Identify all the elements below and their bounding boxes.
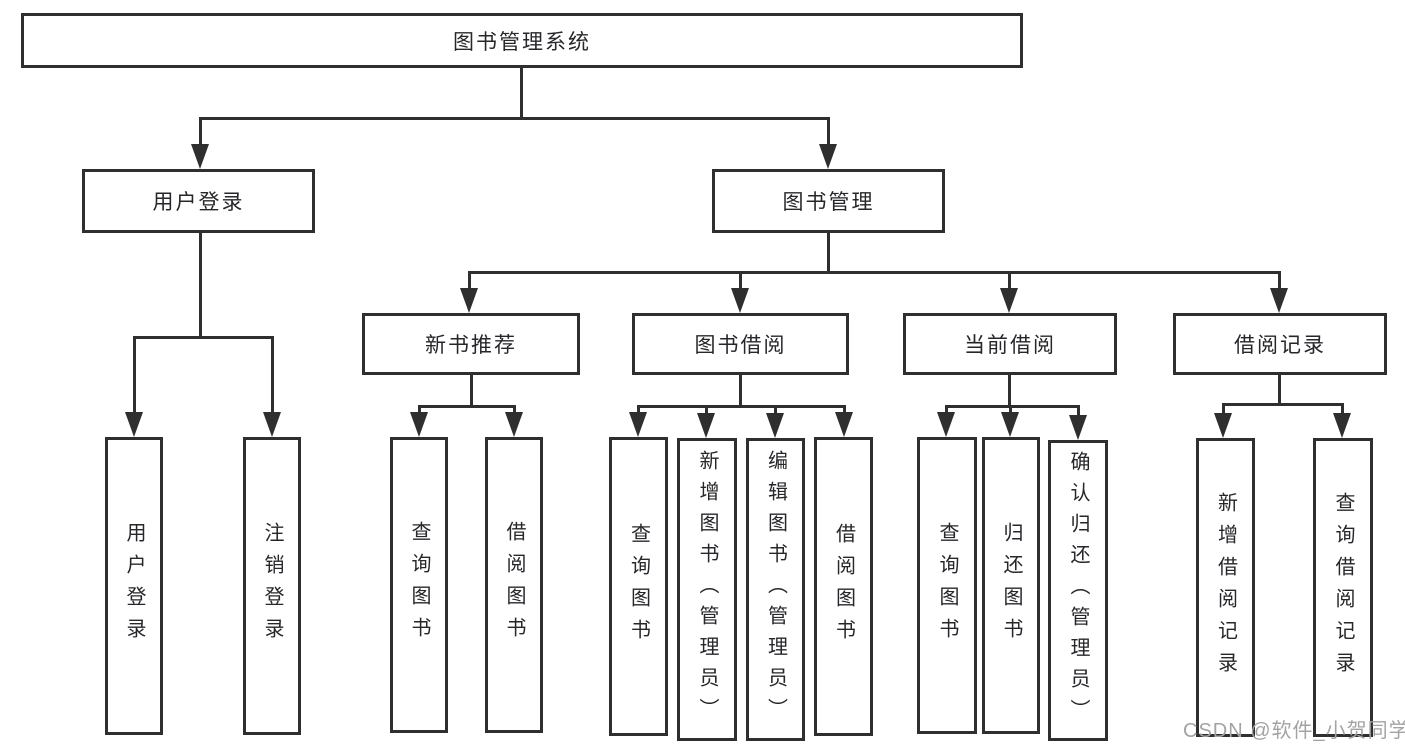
node-label: 归还图书 <box>1000 521 1022 650</box>
node-label: 借阅图书 <box>503 521 525 649</box>
node-v-borrow-book-1: 借阅图书 <box>485 437 543 733</box>
connector-line <box>843 405 846 418</box>
node-label: 用户登录 <box>152 191 245 214</box>
node-borrow-records: 借阅记录 <box>1173 313 1387 375</box>
node-v-query-book-1: 查询图书 <box>390 437 448 733</box>
connector-line <box>271 336 274 416</box>
connector-line <box>513 405 516 418</box>
arrow-down-icon <box>697 413 715 438</box>
node-v-query-record: 查询借阅记录 <box>1313 438 1373 737</box>
arrow-down-icon <box>125 412 143 437</box>
arrow-down-icon <box>1270 288 1288 313</box>
node-v-logout: 注销登录 <box>243 437 301 735</box>
arrow-down-icon <box>410 412 428 437</box>
arrow-down-icon <box>1214 413 1232 438</box>
connector-line <box>1278 271 1281 291</box>
node-label: 查询图书 <box>408 521 430 649</box>
node-book-borrow: 图书借阅 <box>632 313 849 375</box>
node-label: 确认归还（管理员） <box>1067 451 1089 730</box>
connector-line <box>199 233 202 339</box>
connector-line <box>945 405 948 418</box>
connector-line <box>1077 405 1080 421</box>
connector-line <box>199 117 202 149</box>
arrow-down-icon <box>263 412 281 437</box>
arrow-down-icon <box>191 144 209 169</box>
node-label: 编辑图书（管理员） <box>764 450 787 729</box>
connector-line <box>199 117 830 120</box>
arrow-down-icon <box>835 412 853 437</box>
node-label: 借阅图书 <box>832 522 855 651</box>
connector-line <box>468 271 471 291</box>
node-user-login: 用户登录 <box>82 169 315 233</box>
arrow-down-icon <box>505 412 523 437</box>
node-label: 新书推荐 <box>425 334 517 357</box>
node-label: 当前借阅 <box>964 334 1056 357</box>
connector-line <box>637 405 846 408</box>
arrow-down-icon <box>629 412 647 437</box>
arrow-down-icon <box>1000 288 1018 313</box>
node-label: 注销登录 <box>261 522 283 650</box>
connector-line <box>739 375 742 407</box>
connector-line <box>637 405 640 418</box>
node-label: 新增借阅记录 <box>1214 491 1237 684</box>
node-new-book-rec: 新书推荐 <box>362 313 580 375</box>
node-v-return-book: 归还图书 <box>982 437 1040 734</box>
node-root: 图书管理系统 <box>21 13 1023 68</box>
arrow-down-icon <box>819 144 837 169</box>
arrow-down-icon <box>731 288 749 313</box>
connector-line <box>705 405 708 418</box>
arrow-down-icon <box>937 412 955 437</box>
node-v-query-book-2: 查询图书 <box>609 437 668 736</box>
connector-line <box>418 405 516 408</box>
connector-line <box>1008 271 1011 291</box>
connector-line <box>1341 403 1344 418</box>
node-v-user-login: 用户登录 <box>105 437 163 735</box>
node-label: 借阅记录 <box>1234 334 1326 357</box>
arrow-down-icon <box>1333 413 1351 438</box>
node-label: 图书借阅 <box>694 334 787 357</box>
connector-line <box>1008 375 1011 407</box>
node-v-borrow-book-2: 借阅图书 <box>814 437 873 736</box>
connector-line <box>418 405 421 418</box>
connector-line <box>1222 403 1225 418</box>
connector-line <box>827 117 830 149</box>
arrow-down-icon <box>1001 412 1019 437</box>
connector-line <box>827 233 830 274</box>
node-v-edit-book: 编辑图书（管理员） <box>746 438 805 741</box>
node-current-borrow: 当前借阅 <box>903 313 1117 375</box>
node-v-add-book: 新增图书（管理员） <box>677 438 737 741</box>
connector-line <box>1009 405 1012 418</box>
arrow-down-icon <box>766 413 784 438</box>
connector-line <box>1222 403 1343 406</box>
node-label: 查询图书 <box>627 522 650 651</box>
connector-line <box>739 271 742 291</box>
arrow-down-icon <box>1069 415 1087 440</box>
node-label: 图书管理 <box>782 191 875 214</box>
node-label: 查询借阅记录 <box>1332 491 1354 684</box>
connector-line <box>520 68 523 120</box>
connector-line <box>1278 375 1281 405</box>
connector-line <box>468 271 1281 274</box>
connector-line <box>945 405 1080 408</box>
arrow-down-icon <box>460 288 478 313</box>
node-label: 新增图书（管理员） <box>696 450 718 729</box>
csdn-watermark: CSDN @软件_小贺同学 <box>1183 720 1405 742</box>
node-v-confirm-return: 确认归还（管理员） <box>1048 440 1108 741</box>
node-book-mgmt: 图书管理 <box>712 169 945 233</box>
connector-line <box>133 336 136 416</box>
connector-line <box>470 375 473 407</box>
node-label: 查询图书 <box>936 521 958 650</box>
connector-line <box>133 336 274 339</box>
node-v-add-record: 新增借阅记录 <box>1196 438 1255 737</box>
node-label: 用户登录 <box>123 522 145 650</box>
node-label: 图书管理系统 <box>453 30 591 54</box>
connector-line <box>774 405 777 418</box>
node-v-query-book-3: 查询图书 <box>917 437 977 734</box>
